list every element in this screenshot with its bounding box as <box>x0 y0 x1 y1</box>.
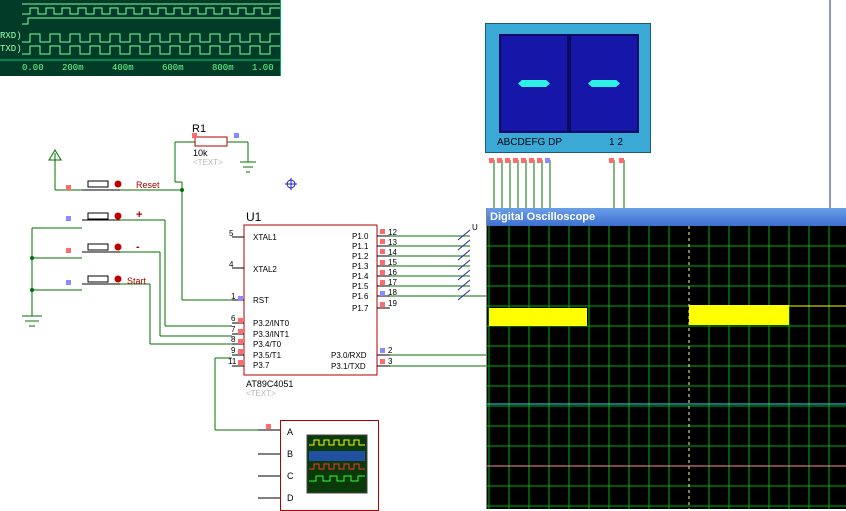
scope-channel-d: D <box>287 493 294 503</box>
pin-num: 2 <box>388 346 393 355</box>
pin-name: P1.4 <box>352 272 369 281</box>
wires <box>22 0 831 431</box>
push-button-symbols[interactable] <box>82 180 122 285</box>
la-tick: 1.00 <box>252 63 274 73</box>
logic-analyzer-display: RXD) TXD) 0.00 200m 400m 600m 800m 1.00 <box>0 0 281 76</box>
pin-name: XTAL1 <box>253 233 277 242</box>
mcu-part-number: AT89C4051 <box>246 379 294 389</box>
oscilloscope-title-bar[interactable]: Digital Oscilloscope <box>487 208 846 226</box>
pin-name: P1.7 <box>352 304 369 313</box>
la-tick: 600m <box>162 63 184 73</box>
seg-g-segment <box>518 80 550 87</box>
button-label-minus: - <box>136 241 140 253</box>
button-label-plus: + <box>136 209 143 221</box>
pin-name: P3.4/T0 <box>253 340 282 349</box>
resistor-value: 10k <box>193 148 208 158</box>
la-signal-txd: TXD) <box>0 44 22 54</box>
pin-num: 17 <box>388 278 397 287</box>
scope-channel-a: A <box>287 427 294 437</box>
seg-digit-2 <box>569 34 639 133</box>
resistor-body[interactable] <box>194 136 228 147</box>
pin-name: P1.5 <box>352 282 369 291</box>
pin-name: P3.2/INT0 <box>253 319 290 328</box>
pin-name: P3.0/RXD <box>331 351 367 360</box>
scope-channel-b: B <box>287 449 294 459</box>
pin-num: 1 <box>231 292 236 301</box>
pin-name: P1.0 <box>352 232 369 241</box>
pin-name: P3.5/T1 <box>253 351 282 360</box>
pin-num: 16 <box>388 268 397 277</box>
pin-num: 12 <box>388 228 397 237</box>
seg-g-segment <box>588 80 620 87</box>
la-tick: 800m <box>212 63 234 73</box>
pin-name: P1.6 <box>352 292 369 301</box>
pin-num: 9 <box>231 346 236 355</box>
channel-a-trace <box>489 305 846 326</box>
mcu-ref: U1 <box>246 210 262 224</box>
pin-num: 6 <box>231 314 236 323</box>
pin-name: RST <box>253 296 269 305</box>
pin-num: 7 <box>231 325 236 334</box>
seg-segment-pin-labels: ABCDEFG DP <box>497 137 563 148</box>
junctions <box>30 188 184 292</box>
mcu-text: <TEXT> <box>246 389 276 398</box>
la-tick: 0.00 <box>22 63 44 73</box>
pin-name: P1.1 <box>352 242 369 251</box>
pin-num: 5 <box>229 229 234 238</box>
pin-num: 3 <box>388 357 393 366</box>
seg-digit-1 <box>499 34 569 133</box>
la-signal-rxd: RXD) <box>0 31 22 41</box>
voltage-probes <box>457 229 471 301</box>
resistor-ref: R1 <box>192 123 207 135</box>
probe-label: U <box>472 223 478 232</box>
digital-oscilloscope-window[interactable]: Digital Oscilloscope <box>486 208 846 509</box>
pin-name: P3.3/INT1 <box>253 330 290 339</box>
seven-segment-display[interactable]: ABCDEFG DP 1 2 <box>485 23 651 153</box>
oscilloscope-title: Digital Oscilloscope <box>490 211 596 223</box>
pin-num: 15 <box>388 258 397 267</box>
seg-common-pin-labels: 1 2 <box>609 137 623 148</box>
scope-input-leads <box>258 429 280 499</box>
pin-name: P1.3 <box>352 262 369 271</box>
button-label-reset: Reset <box>136 180 160 190</box>
pin-num: 13 <box>388 238 397 247</box>
pin-name: P3.7 <box>253 361 270 370</box>
pin-name: P3.1/TXD <box>331 362 366 371</box>
pin-name: XTAL2 <box>253 265 277 274</box>
scope-icon <box>306 434 368 494</box>
scope-grid <box>487 226 846 509</box>
la-tick: 400m <box>112 63 134 73</box>
logic-analyzer-traces <box>0 3 280 61</box>
crosshair-icon <box>285 178 297 190</box>
scope-channel-c: C <box>287 471 294 481</box>
pin-num: 18 <box>388 288 397 297</box>
mcu-body[interactable] <box>243 224 378 376</box>
pin-num: 11 <box>228 357 237 366</box>
oscilloscope-screen <box>487 226 846 509</box>
oscilloscope-component[interactable]: A B C D <box>280 420 379 511</box>
button-label-start: Start <box>127 276 147 286</box>
pin-name: P1.2 <box>352 252 369 261</box>
la-tick: 200m <box>62 63 84 73</box>
pin-markers <box>66 133 624 429</box>
pin-num: 8 <box>231 335 236 344</box>
pin-num: 19 <box>388 299 397 308</box>
resistor-text: <TEXT> <box>193 158 223 167</box>
pin-num: 4 <box>229 260 234 269</box>
ground-symbol <box>48 149 70 191</box>
pin-num: 14 <box>388 248 397 257</box>
